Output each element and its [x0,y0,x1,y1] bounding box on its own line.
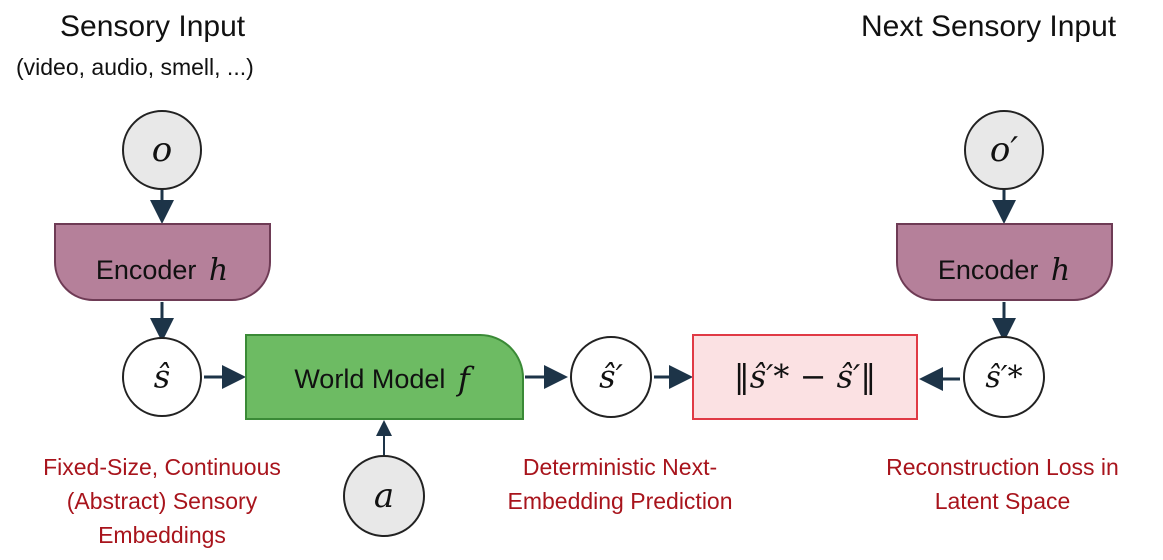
svg-text:Encoder h: Encoder h [96,253,228,288]
loss-box: ‖ŝ′* − ŝ′‖ [692,334,918,420]
latent-symbol-s-prime-star: ŝ′* [985,360,1022,395]
observation-symbol-o-prime: o′ [990,130,1018,170]
latent-node-s-hat: ŝ [122,337,202,417]
observation-node-o: o [122,110,202,190]
arrows [150,188,1016,455]
left-caption-line-2: (Abstract) Sensory [66,488,258,514]
right-title: Next Sensory Input [861,10,1117,43]
world-model-block: World Model f [245,334,524,420]
right-caption-line-2: Latent Space [934,488,1071,514]
left-encoder-symbol: h [209,253,228,288]
observation-node-o-prime: o′ [964,110,1044,190]
action-node-a: a [343,455,425,537]
world-model-label: World Model [294,364,445,394]
right-encoder-label: Encoder [938,255,1039,285]
action-symbol-a: a [374,476,394,516]
left-title: Sensory Input [60,10,246,43]
left-subtitle: (video, audio, smell, ...) [16,54,254,80]
middle-caption: Deterministic Next- Embedding Prediction [465,450,775,518]
right-encoder: Encoder h [896,223,1113,301]
left-caption: Fixed-Size, Continuous (Abstract) Sensor… [2,450,322,552]
left-encoder-label: Encoder [96,255,197,285]
svg-text:Encoder h: Encoder h [938,253,1070,288]
prediction-symbol-s-prime: ŝ′ [599,358,623,396]
prediction-node-s-prime: ŝ′ [570,336,652,418]
left-caption-line-1: Fixed-Size, Continuous [43,454,281,480]
middle-caption-line-2: Embedding Prediction [507,488,733,514]
observation-symbol-o: o [152,130,172,170]
left-encoder: Encoder h [54,223,271,301]
latent-node-s-prime-star: ŝ′* [963,336,1045,418]
loss-expression: ‖ŝ′* − ŝ′‖ [734,358,877,396]
latent-symbol-s-hat: ŝ [154,358,170,396]
left-caption-line-3: Embeddings [98,522,226,548]
right-encoder-symbol: h [1051,253,1070,288]
middle-caption-line-1: Deterministic Next- [522,454,718,480]
right-caption: Reconstruction Loss in Latent Space [845,450,1160,518]
right-caption-line-1: Reconstruction Loss in [886,454,1119,480]
